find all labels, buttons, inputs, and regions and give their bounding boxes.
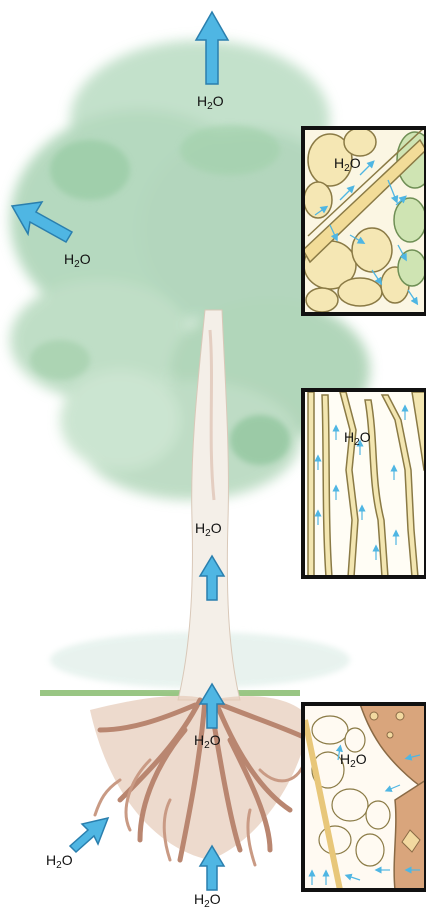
xylem-detail: [303, 390, 426, 577]
root-cell-detail: [303, 704, 426, 890]
ground-line: [40, 690, 300, 696]
h2o-label-soil-bottom: H2O: [194, 892, 221, 906]
water-arrow-soil-left-icon: [70, 818, 108, 852]
h2o-label-left: H2O: [64, 252, 91, 266]
h2o-label-top: H2O: [197, 94, 224, 108]
leaf-cell-detail: [303, 126, 426, 314]
h2o-label-soil-left: H2O: [46, 853, 73, 867]
root-system: [90, 696, 310, 865]
h2o-label-trunk: H2O: [195, 521, 222, 535]
h2o-label-root-detail: H2O: [340, 752, 367, 766]
h2o-label-roots: H2O: [194, 733, 221, 747]
h2o-label-xylem-detail: H2O: [344, 430, 371, 444]
h2o-label-leaf-detail: H2O: [334, 156, 361, 170]
